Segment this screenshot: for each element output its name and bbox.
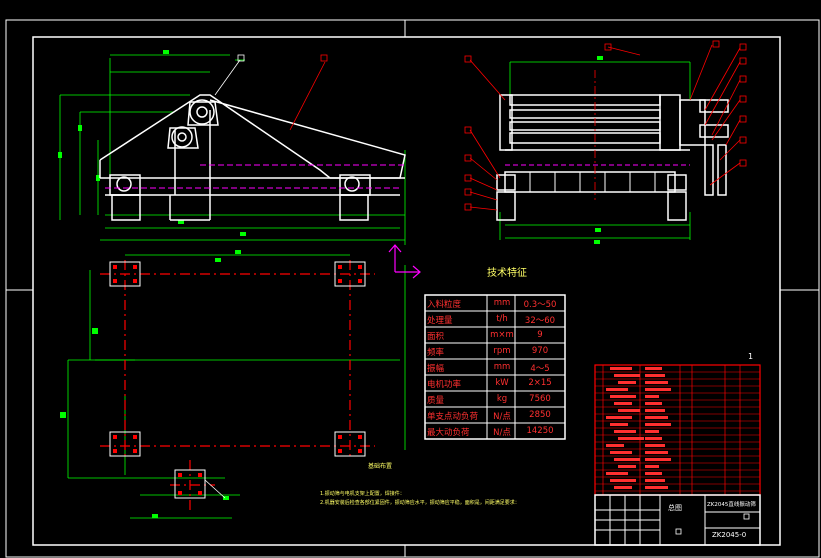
spec-table-title: 技术特征 [487,268,527,279]
spec-value: 7560 [529,394,551,404]
parts-list-entry [645,416,668,419]
spec-param: 频率 [427,348,445,358]
spec-unit: N/点 [493,412,511,422]
spec-param: 电机功率 [427,380,462,390]
spec-unit: m×m [490,330,514,340]
parts-list-entry [645,437,662,440]
product-name: ZK2045直线振动筛 [707,502,756,508]
parts-list-entry [614,430,636,433]
side-view [464,40,747,244]
spec-value: 970 [531,346,549,356]
spec-param: 入料粒度 [427,300,462,310]
spec-unit: mm [493,298,511,308]
note-1: 1.振动筛与电机支架上配置，焊接件： [320,491,405,497]
parts-list-entry [645,430,659,433]
parts-list-entry [645,388,671,391]
parts-list-entry [618,437,644,440]
note-2: 2.机器安装后检查各部位紧固件，振动筛应水平，振动筛应平稳，面积是，间距满足要求… [320,500,520,506]
outer-frame [5,19,820,558]
parts-list-entry [645,367,662,370]
notes: 1.振动筛与电机支架上配置，焊接件： 2.机器安装后检查各部位紧固件，振动筛应水… [320,490,600,508]
parts-list-entry [606,444,624,447]
sheet-mark: 1 [748,352,754,361]
spec-row: 处理量 t/h 32～60 [425,311,565,327]
spec-param: 处理量 [427,316,453,326]
parts-list-entry [606,388,628,391]
parts-list-entry [606,472,628,475]
parts-list-entry [610,423,628,426]
assembly-label: 总图 [668,504,682,512]
parts-list-entry [610,451,632,454]
parts-list-entry [645,402,662,405]
spec-unit: t/h [496,314,508,324]
spec-table [424,294,566,440]
parts-list-entry [645,381,668,384]
parts-list-entry [606,416,632,419]
parts-list-entry [618,465,636,468]
spec-row: 振幅 mm 4～5 [425,359,565,375]
parts-list-entry [618,409,640,412]
spec-value: 32～60 [524,316,556,326]
spec-row: 电机功率 kW 2×15 [425,375,565,391]
spec-unit: kg [496,394,508,404]
parts-list-entry [645,458,671,461]
foundation-plan [60,244,421,519]
title-block [594,494,761,546]
parts-list-entry [614,486,632,489]
spec-row: 面积 m×m 9 [425,327,565,343]
parts-list-entry [645,409,665,412]
spec-row: 质量 kg 7560 [425,391,565,407]
spec-row: 最大动负荷 N/点 14250 [425,423,565,439]
spec-value: 14250 [526,426,554,436]
parts-list-entry [645,479,665,482]
spec-unit: rpm [493,346,511,356]
parts-list [594,364,761,496]
spec-unit: N/点 [493,428,511,438]
spec-value: 2×15 [528,378,552,388]
parts-list-entry [645,486,668,489]
parts-list-entry [610,479,636,482]
spec-param: 面积 [427,332,445,342]
spec-param: 振幅 [427,364,445,374]
parts-list-entry [610,395,636,398]
parts-list-entry [645,465,659,468]
inner-frame [32,36,781,546]
plan-caption: 基础布置 [368,463,393,470]
spec-value: 0.3～50 [523,300,557,310]
parts-list-entry [618,381,636,384]
spec-row: 入料粒度 mm 0.3～50 [425,295,565,311]
parts-list-entry [610,367,632,370]
spec-param: 单支点动负荷 [427,412,479,422]
spec-rows: 入料粒度 mm 0.3～50 处理量 t/h 32～60 面积 m×m 9 频率 rpm 970 振幅 m… [425,295,565,439]
spec-value: 2850 [529,410,551,420]
spec-unit: kW [495,378,509,388]
spec-value: 4～5 [530,364,550,374]
spec-value: 9 [537,330,543,340]
spec-param: 最大动负荷 [427,428,470,438]
parts-list-entry [614,402,632,405]
parts-list-entry [645,374,665,377]
front-view [58,50,406,254]
parts-list-entry [614,374,640,377]
spec-unit: mm [493,362,511,372]
parts-list-entry [645,472,662,475]
spec-param: 质量 [427,396,445,406]
frame-ticks [6,20,819,557]
parts-list-entry [645,444,665,447]
spec-row: 单支点动负荷 N/点 2850 [425,407,565,423]
parts-list-entry [645,451,668,454]
parts-list-entry [645,395,659,398]
spec-row: 频率 rpm 970 [425,343,565,359]
parts-list-entry [614,458,640,461]
parts-list-entry [645,423,671,426]
drawing-number: ZK2045-0 [712,531,747,539]
